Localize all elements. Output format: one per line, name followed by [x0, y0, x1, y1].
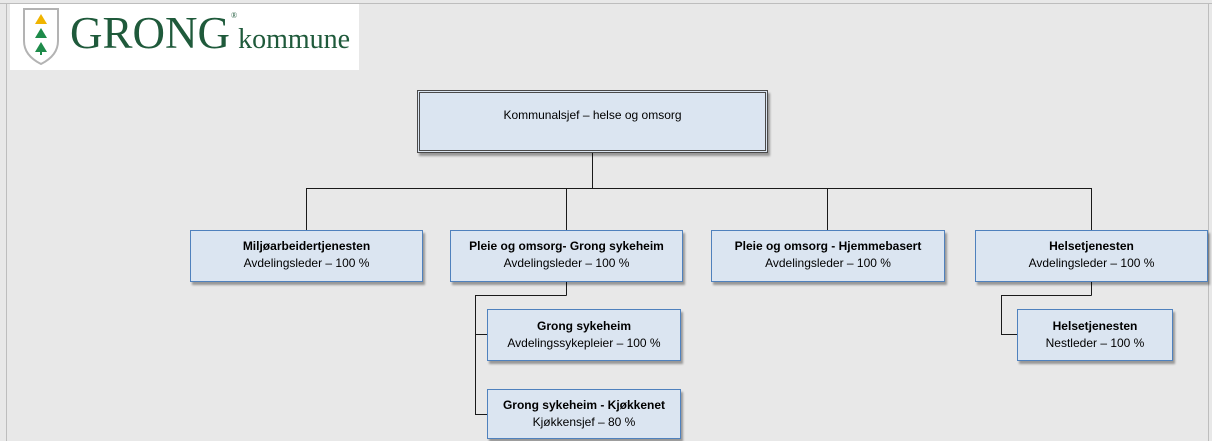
logo-text: GRONG®kommune — [70, 11, 350, 56]
department-box-helsetjenesten: Helsetjenesten Avdelingsleder – 100 % — [975, 230, 1208, 282]
department-box-hjemmebasert: Pleie og omsorg - Hjemmebasert Avdelings… — [711, 230, 945, 282]
logo-subtitle: kommune — [238, 24, 351, 55]
registered-mark: ® — [231, 11, 238, 20]
logo: GRONG®kommune — [10, 4, 359, 70]
subunit-box-kjokkenet: Grong sykeheim - Kjøkkenet Kjøkkensjef –… — [487, 389, 681, 439]
department-subtitle: Avdelingsleder – 100 % — [765, 256, 891, 270]
shield-icon — [23, 8, 59, 65]
frame-line-left — [6, 3, 7, 441]
subunit-subtitle: Nestleder – 100 % — [1045, 336, 1145, 350]
department-title: Miljøarbeidertjenesten — [242, 239, 371, 253]
department-box-sykeheim: Pleie og omsorg- Grong sykeheim Avdeling… — [450, 230, 683, 282]
root-box: Kommunalsjef – helse og omsorg — [417, 90, 768, 153]
root-title: Kommunalsjef – helse og omsorg — [503, 108, 682, 122]
frame-line-top — [0, 3, 1212, 4]
subunit-box-sykeheim: Grong sykeheim Avdelingssykepleier – 100… — [487, 309, 681, 361]
subunit-subtitle: Kjøkkensjef – 80 % — [532, 415, 636, 429]
subunit-subtitle: Avdelingssykepleier – 100 % — [507, 336, 661, 350]
department-subtitle: Avdelingsleder – 100 % — [243, 256, 370, 270]
department-box-miljo: Miljøarbeidertjenesten Avdelingsleder – … — [190, 230, 423, 282]
subunit-title: Helsetjenesten — [1052, 319, 1138, 333]
department-title: Pleie og omsorg - Hjemmebasert — [734, 239, 922, 253]
subunit-title: Grong sykeheim — [536, 319, 632, 333]
subunit-box-helsetjenesten: Helsetjenesten Nestleder – 100 % — [1017, 309, 1173, 361]
department-title: Pleie og omsorg- Grong sykeheim — [469, 239, 664, 253]
frame-line-right — [1208, 3, 1209, 441]
logo-name: GRONG — [70, 8, 231, 58]
department-title: Helsetjenesten — [1049, 239, 1134, 253]
subunit-title: Grong sykeheim - Kjøkkenet — [502, 398, 666, 412]
department-subtitle: Avdelingsleder – 100 % — [1028, 256, 1155, 270]
department-subtitle: Avdelingsleder – 100 % — [503, 256, 630, 270]
